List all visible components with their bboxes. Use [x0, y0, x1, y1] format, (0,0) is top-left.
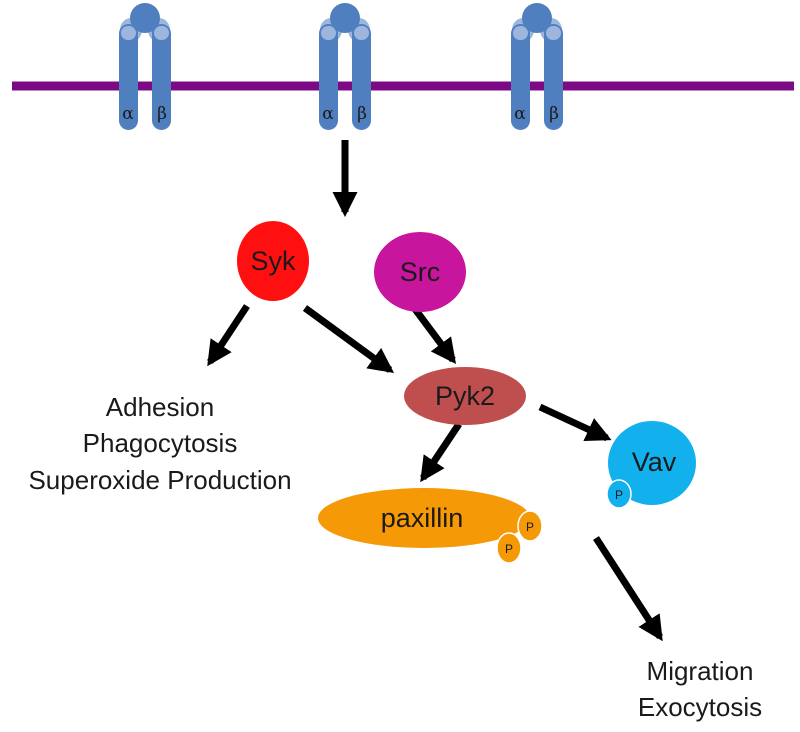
src-node: Src: [374, 232, 466, 312]
vav-phospho-label: P: [615, 488, 623, 502]
paxillin-phosphate-1: P: [517, 510, 543, 542]
outcomes-left: Adhesion Phagocytosis Superoxide Product…: [28, 392, 291, 495]
paxillin-node: paxillin P P: [318, 488, 543, 564]
vav-phosphate: P: [606, 479, 632, 509]
alpha-subunit-label: α: [322, 104, 334, 124]
outcome-exocytosis: Exocytosis: [638, 692, 762, 722]
syk-node: Syk: [237, 221, 309, 301]
beta-subunit-label: β: [357, 104, 367, 124]
arrow-pyk2-to-vav: [538, 403, 612, 442]
pyk2-label: Pyk2: [435, 381, 495, 411]
arrow-syk-to-outcomes: [207, 304, 250, 367]
syk-label: Syk: [250, 246, 296, 276]
outcome-migration: Migration: [647, 656, 754, 686]
outcome-phagocytosis: Phagocytosis: [83, 428, 238, 458]
arrow-to-migration: [593, 536, 663, 642]
arrow-pyk2-to-paxillin: [420, 422, 462, 483]
outcome-adhesion: Adhesion: [106, 392, 214, 422]
paxillin-phospho-label-2: P: [505, 542, 513, 556]
arrow-src-to-pyk2: [409, 302, 457, 365]
alpha-subunit-label: α: [514, 104, 526, 124]
src-label: Src: [400, 257, 441, 287]
paxillin-phospho-label-1: P: [526, 520, 534, 534]
outcome-superoxide-production: Superoxide Production: [28, 465, 291, 495]
beta-subunit-label: β: [157, 104, 167, 124]
vav-label: Vav: [632, 447, 677, 477]
vav-node: Vav P: [606, 421, 696, 509]
paxillin-phosphate-2: P: [496, 532, 522, 564]
outcomes-right: Migration Exocytosis: [638, 656, 762, 722]
arrow-syk-to-pyk2: [302, 305, 395, 373]
beta-subunit-label: β: [549, 104, 559, 124]
pyk2-node: Pyk2: [404, 367, 526, 425]
paxillin-label: paxillin: [381, 503, 464, 533]
alpha-subunit-label: α: [122, 104, 134, 124]
